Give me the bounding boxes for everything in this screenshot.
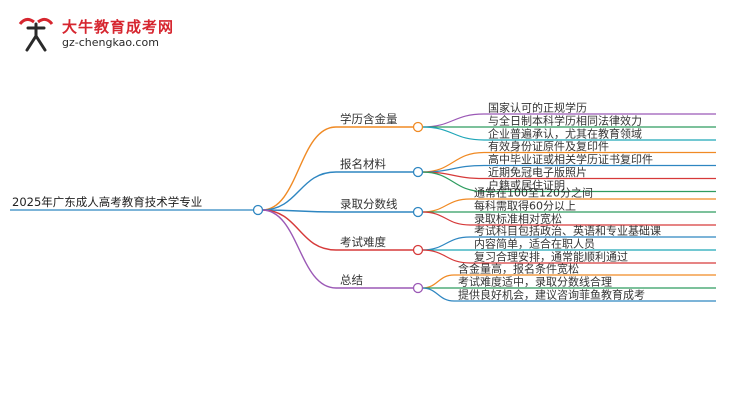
- child-link: [421, 287, 455, 302]
- child-link: [421, 211, 471, 226]
- child-label: 考试科目包括政治、英语和专业基础课: [474, 224, 661, 238]
- child-label: 每科需取得60分以上: [474, 199, 576, 213]
- child-label: 国家认可的正规学历: [488, 101, 587, 115]
- logo-url: gz-chengkao.com: [62, 36, 159, 49]
- branch-label: 考试难度: [340, 235, 386, 249]
- child-label: 含金量高，报名条件宽松: [458, 262, 579, 276]
- child-label: 企业普遍承认，尤其在教育领域: [488, 127, 642, 141]
- child-label: 近期免冠电子版照片: [488, 165, 587, 179]
- child-link: [421, 236, 471, 251]
- child-link: [421, 274, 455, 289]
- child-label: 内容简单，适合在职人员: [474, 237, 595, 251]
- child-link: [421, 198, 471, 213]
- branch-link: [261, 209, 337, 213]
- child-label: 与全日制本科学历相同法律效力: [488, 114, 642, 128]
- child-link: [421, 113, 485, 128]
- branch-node-dot[interactable]: [412, 244, 424, 256]
- branch-label: 报名材料: [340, 157, 386, 171]
- branch-label: 录取分数线: [340, 197, 398, 211]
- site-logo[interactable]: 大牛教育成考网 gz-chengkao.com: [12, 14, 182, 56]
- child-label: 有效身份证原件及复印件: [488, 139, 609, 153]
- branch-label: 总结: [340, 273, 363, 287]
- mind-map-links: [10, 113, 716, 302]
- child-link: [421, 126, 485, 141]
- child-link: [421, 249, 471, 264]
- child-label: 户籍或居住证明: [488, 178, 565, 192]
- child-label: 通常在100至120分之间: [474, 186, 593, 200]
- branch-node-dot[interactable]: [412, 206, 424, 218]
- branch-link: [261, 171, 337, 211]
- child-link: [421, 171, 485, 193]
- branch-link: [261, 209, 337, 251]
- branch-node-dot[interactable]: [412, 166, 424, 178]
- root-node-dot[interactable]: [252, 204, 264, 216]
- branch-link: [261, 209, 337, 289]
- child-label: 高中毕业证或相关学历证书复印件: [488, 152, 653, 166]
- branch-node-dot[interactable]: [412, 121, 424, 133]
- branch-link: [261, 126, 337, 211]
- logo-title: 大牛教育成考网: [62, 18, 175, 36]
- mind-map-nodes: 2025年广东成人高考教育技术学专业 学历含金量 国家认可的正规学历与全日制本科学历…: [12, 101, 661, 302]
- child-label: 考试难度适中，录取分数线合理: [458, 275, 612, 289]
- child-label: 提供良好机会，建议咨询菲鱼教育成考: [458, 288, 645, 302]
- root-node-label: 2025年广东成人高考教育技术学专业: [12, 195, 202, 209]
- branch-label: 学历含金量: [340, 112, 398, 126]
- bull-logo-icon: [18, 17, 54, 52]
- child-label: 复习合理安排，通常能顺利通过: [474, 250, 628, 264]
- branch-node-dot[interactable]: [412, 282, 424, 294]
- child-label: 录取标准相对宽松: [474, 212, 562, 226]
